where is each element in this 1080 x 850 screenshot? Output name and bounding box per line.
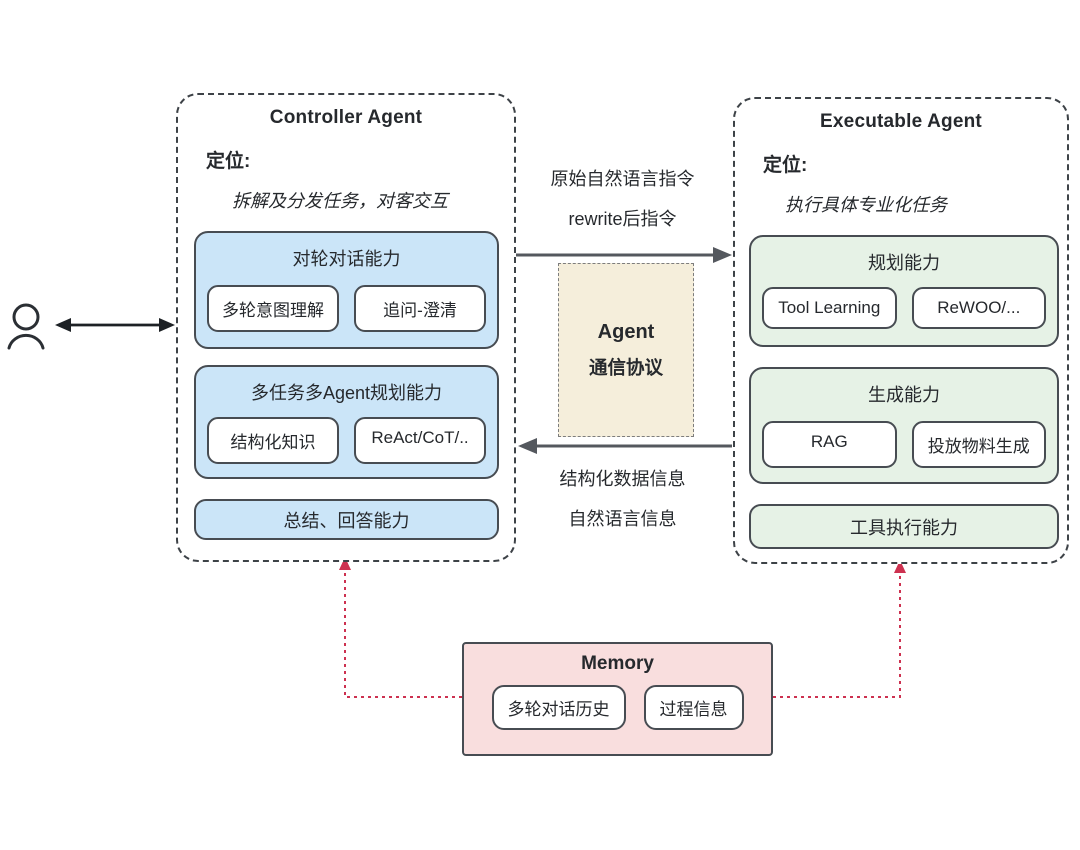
executable-generation-capability-group: 生成能力 RAG 投放物料生成 [749,367,1059,484]
executable-position-label: 定位: [763,155,808,176]
executable-planning-capability-group: 规划能力 Tool Learning ReWOO/... [749,235,1059,347]
group-title: 对轮对话能力 [292,249,401,269]
protocol-label-line2: 通信协议 [588,356,663,378]
memory-title: Memory [581,653,654,674]
memory-to-controller-connector [339,557,462,698]
group-title: 生成能力 [868,385,940,405]
protocol-label-line1: Agent [597,320,655,343]
controller-planning-capability-group: 多任务多Agent规划能力 结构化知识 ReAct/CoT/.. [194,365,499,479]
flow-to-controller-label-2: 自然语言信息 [568,509,677,529]
flow-to-controller-label-1: 结构化数据信息 [559,469,686,489]
capability-pill: 追问-澄清 [354,285,486,332]
capability-pill: ReAct/CoT/.. [354,417,486,464]
memory-pill: 多轮对话历史 [491,685,626,730]
group-title: 多任务多Agent规划能力 [250,383,443,403]
executable-to-controller-arrow [518,438,732,454]
memory-to-executable-connector [773,560,906,698]
executable-tool-capability-bar: 工具执行能力 [749,504,1059,549]
agent-protocol-box: Agent 通信协议 [558,263,694,437]
controller-agent-box: Controller Agent 定位: 拆解及分发任务，对客交互 对轮对话能力… [176,93,516,562]
capability-pill: 多轮意图理解 [207,285,339,332]
controller-position-desc: 拆解及分发任务，对客交互 [232,191,448,211]
memory-box: Memory 多轮对话历史 过程信息 [462,642,773,756]
capability-pill: 投放物料生成 [911,421,1046,468]
capability-pill: RAG [762,421,897,468]
group-title: 规划能力 [868,253,940,273]
executable-agent-box: Executable Agent 定位: 执行具体专业化任务 规划能力 Tool… [733,97,1069,564]
capability-pill: Tool Learning [762,287,897,329]
user-controller-arrow [55,318,175,332]
controller-position-label: 定位: [206,151,251,172]
controller-dialog-capability-group: 对轮对话能力 多轮意图理解 追问-澄清 [194,231,499,349]
capability-pill: 结构化知识 [207,417,339,464]
flow-to-executable-label-2: rewrite后指令 [568,209,677,229]
memory-pill: 过程信息 [643,685,744,730]
executable-agent-title: Executable Agent [820,111,982,132]
controller-agent-title: Controller Agent [269,107,423,128]
user-icon [7,303,45,350]
flow-to-executable-label-1: 原始自然语言指令 [550,169,695,189]
controller-summary-capability-bar: 总结、回答能力 [194,499,499,540]
executable-position-desc: 执行具体专业化任务 [785,195,947,215]
capability-pill: ReWOO/... [911,287,1046,329]
controller-to-executable-arrow [514,247,732,263]
